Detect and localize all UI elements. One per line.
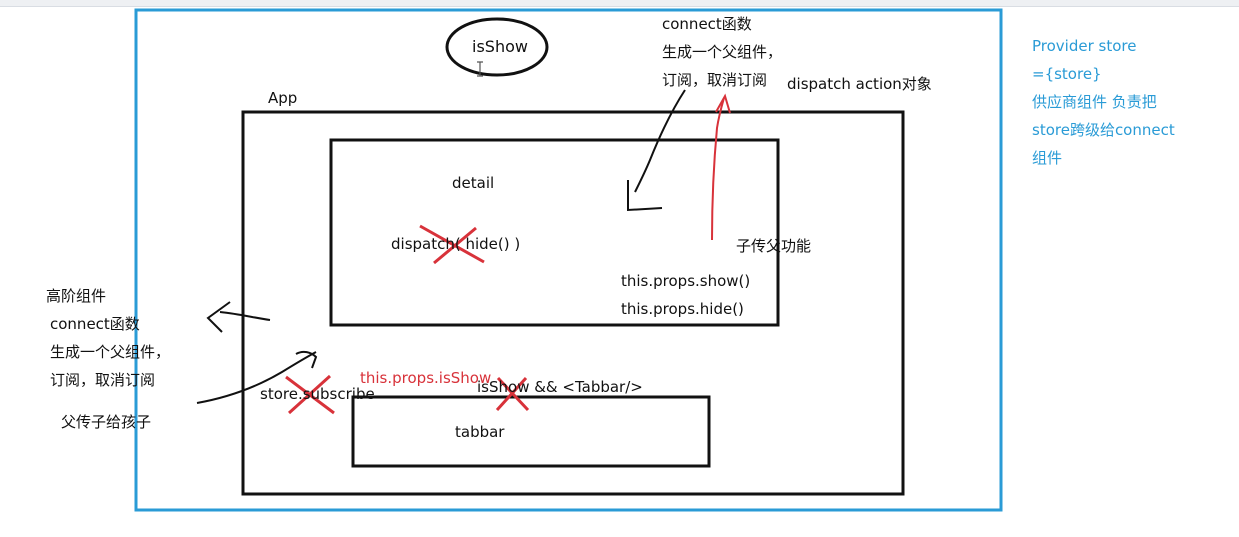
tabbar-label: tabbar [455, 423, 505, 441]
hoc-line: connect函数 [50, 315, 140, 333]
hoc-line: 高阶组件 [46, 287, 107, 305]
detail-label: detail [452, 174, 495, 192]
connect-to-detail-stroke [627, 89, 686, 212]
provider-line: 供应商组件 负责把 [1032, 93, 1157, 111]
isshow-tabbar-label: isShow && <Tabbar/> [477, 378, 643, 396]
hoc-line: 生成一个父组件， [50, 343, 171, 361]
parent-to-child-label: 父传子给孩子 [61, 413, 152, 431]
outer-frame [134, 8, 1003, 512]
detail-box [329, 138, 780, 327]
dispatch-hide-label: dispatch( hide() ) [391, 235, 521, 253]
hoc-arrow-icon [206, 301, 271, 333]
props-isshow-label: this.props.isShow [360, 369, 492, 387]
provider-line: store跨级给connect [1032, 121, 1175, 139]
connect-top-line: connect函数 [662, 15, 752, 33]
provider-line: 组件 [1032, 149, 1063, 167]
app-box [241, 110, 905, 496]
cross-out-dispatch-icon [419, 224, 485, 265]
text-cursor-icon [477, 61, 483, 77]
props-hide-label: this.props.hide() [621, 300, 744, 318]
child-to-parent-label: 子传父功能 [736, 237, 812, 255]
child-to-parent-arrow [711, 97, 725, 241]
dispatch-action-label: dispatch action对象 [787, 75, 932, 93]
isshow-bubble-label: isShow [472, 37, 528, 56]
red-arrow-head-icon [715, 93, 731, 114]
provider-line: ={store} [1032, 65, 1102, 83]
store-subscribe-label: store.subscribe [260, 385, 375, 403]
parent-to-child-stroke [196, 350, 318, 404]
hoc-line: 订阅，取消订阅 [50, 371, 156, 389]
isshow-ellipse [445, 17, 549, 77]
cross-out-store-subscribe-icon [285, 374, 335, 415]
app-label: App [268, 89, 298, 107]
props-show-label: this.props.show() [621, 272, 751, 290]
top-toolbar-strip [0, 0, 1239, 7]
cross-out-isshow-icon [495, 376, 530, 412]
connect-top-note: connect函数 生成一个父组件， 订阅，取消订阅 [662, 10, 782, 94]
provider-line: Provider store [1032, 37, 1137, 55]
hoc-left-note: 高阶组件 connect函数 生成一个父组件， 订阅，取消订阅 [46, 282, 170, 394]
provider-note: Provider store ={store} 供应商组件 负责把 store跨… [1032, 32, 1175, 172]
connect-top-line: 订阅，取消订阅 [662, 71, 768, 89]
connect-top-line: 生成一个父组件， [662, 43, 783, 61]
tabbar-box [351, 395, 711, 468]
